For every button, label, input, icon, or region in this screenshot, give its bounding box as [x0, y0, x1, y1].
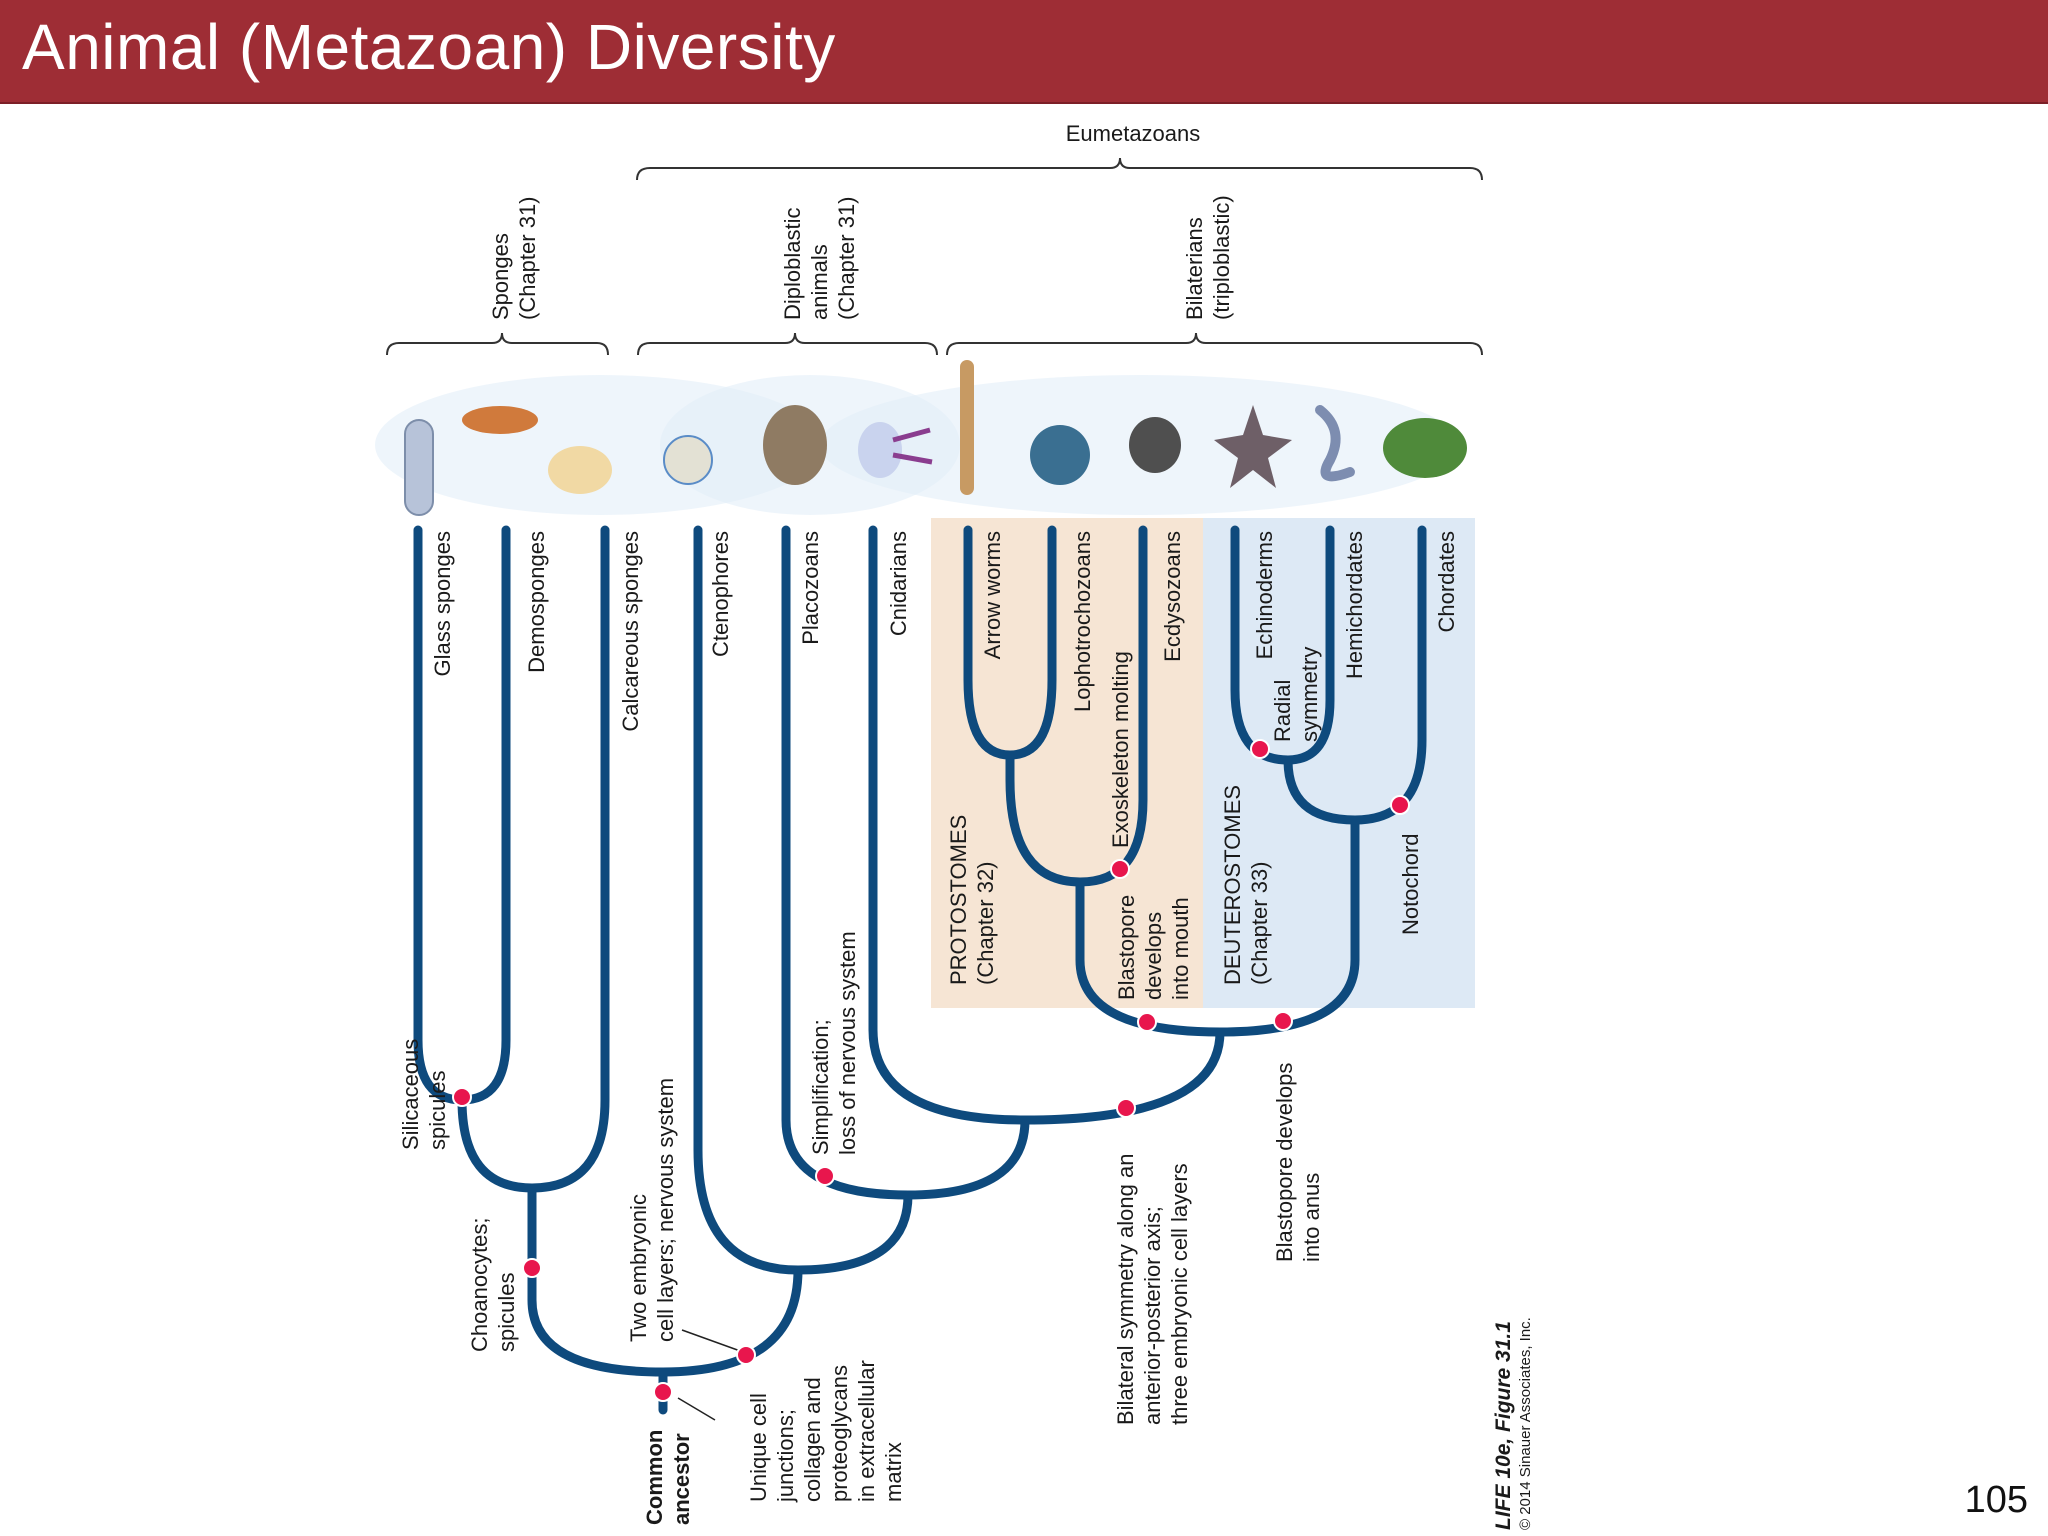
taxon-ctenophores: Ctenophores	[708, 531, 733, 657]
trait-choanocytes: Choanocytes; spicules	[467, 1211, 519, 1352]
slide-number: 105	[1964, 1479, 2028, 1521]
trait-nodes	[452, 739, 1410, 1402]
pointer-lines	[677, 1329, 744, 1421]
trait-simplification: Simplification; loss of nervous system	[808, 931, 860, 1155]
slide-title: Animal (Metazoan) Diversity	[22, 11, 836, 83]
taxon-glass-sponges: Glass sponges	[430, 531, 455, 677]
trait-blastopore-mouth: Blastopore develops into mouth	[1114, 889, 1193, 1000]
taxon-ecdysozoans: Ecdysozoans	[1160, 531, 1185, 662]
chordate-image	[1383, 418, 1467, 478]
echinoderm-image	[1214, 405, 1292, 488]
ecdysozoan-image	[1129, 417, 1181, 473]
organism-illustrations	[375, 360, 1467, 516]
taxon-chordates: Chordates	[1434, 531, 1459, 633]
trait-notochord: Notochord	[1398, 833, 1423, 935]
clade-labels: PROTOSTOMES (Chapter 32) DEUTEROSTOMES (…	[946, 779, 1272, 985]
trait-exoskeleton: Exoskeleton molting	[1108, 651, 1133, 848]
label-sponges: Sponges (Chapter 31)	[488, 196, 540, 320]
taxon-placozoans: Placozoans	[798, 531, 823, 645]
label-diploblastic: Diploblastic animals (Chapter 31)	[780, 196, 859, 320]
group-labels: Eumetazoans Sponges (Chapter 31) Diplobl…	[488, 121, 1234, 320]
arrow-worm-image	[960, 360, 974, 495]
label-deuterostomes: DEUTEROSTOMES (Chapter 33)	[1220, 779, 1272, 985]
trait-common-ancestor: Common ancestor	[642, 1424, 694, 1525]
bracket-eumetazoans	[636, 157, 1483, 181]
trait-labels: Common ancestor Unique cell junctions; c…	[398, 647, 1423, 1525]
taxon-echinoderms: Echinoderms	[1252, 531, 1277, 659]
figure-credit: LIFE 10e, Figure 31.1 © 2014 Sinauer Ass…	[1492, 1317, 1534, 1530]
node-silicaceous	[452, 1087, 472, 1107]
node-unique-junctions	[736, 1345, 756, 1365]
calcareous-sponge-image	[548, 446, 612, 494]
node-choanocytes	[522, 1258, 542, 1278]
trait-radial: Radial symmetry	[1270, 647, 1322, 742]
label-protostomes: PROTOSTOMES (Chapter 32)	[946, 809, 998, 985]
taxon-cnidarians: Cnidarians	[886, 531, 911, 636]
taxon-calcareous-sponges: Calcareous sponges	[618, 531, 643, 732]
taxon-hemichordates: Hemichordates	[1342, 531, 1367, 679]
trait-bilateral: Bilateral symmetry along an anterior-pos…	[1113, 1147, 1192, 1425]
credit-copyright: © 2014 Sinauer Associates, Inc.	[1517, 1317, 1534, 1530]
deuterostome-box	[1203, 518, 1475, 1008]
label-bilaterians: Bilaterians (triploblastic)	[1182, 195, 1234, 320]
bracket-sponges	[386, 332, 609, 356]
demosponge-image	[462, 406, 538, 434]
glass-sponge-image	[404, 419, 434, 516]
trait-two-layers: Two embryonic cell layers; nervous syste…	[626, 1078, 678, 1342]
node-common-ancestor	[653, 1382, 673, 1402]
node-blastopore-anus	[1273, 1011, 1293, 1031]
node-radial	[1250, 739, 1270, 759]
node-blastopore-mouth	[1137, 1012, 1157, 1032]
taxon-labels: Glass sponges Demosponges Calcareous spo…	[430, 531, 1459, 732]
bracket-bilaterians	[946, 332, 1483, 356]
label-eumetazoans: Eumetazoans	[1066, 121, 1201, 146]
bracket-diploblastic	[637, 332, 938, 356]
placozoan-image	[763, 405, 827, 485]
taxon-lophotrochozoans: Lophotrochozoans	[1070, 531, 1095, 712]
trait-blastopore-anus: Blastopore develops into anus	[1272, 1057, 1324, 1262]
ctenophore-image	[663, 435, 713, 485]
group-brackets	[386, 157, 1483, 356]
node-bilateral	[1116, 1098, 1136, 1118]
node-notochord	[1390, 795, 1410, 815]
cnidarian-image	[858, 422, 902, 478]
trait-silicaceous: Silicaceous spicules	[398, 1033, 450, 1150]
protostome-box	[931, 518, 1203, 1008]
credit-figure: LIFE 10e, Figure 31.1	[1492, 1321, 1515, 1530]
taxon-arrow-worms: Arrow worms	[980, 531, 1005, 659]
node-simplification	[815, 1166, 835, 1186]
hemichordate-image	[1315, 405, 1355, 482]
trait-unique-junctions: Unique cell junctions; collagen and prot…	[746, 1354, 906, 1503]
lophotrochozoan-image	[1030, 425, 1090, 485]
title-bar: Animal (Metazoan) Diversity	[0, 0, 2048, 104]
taxon-demosponges: Demosponges	[524, 531, 549, 673]
node-exoskeleton	[1110, 859, 1130, 879]
